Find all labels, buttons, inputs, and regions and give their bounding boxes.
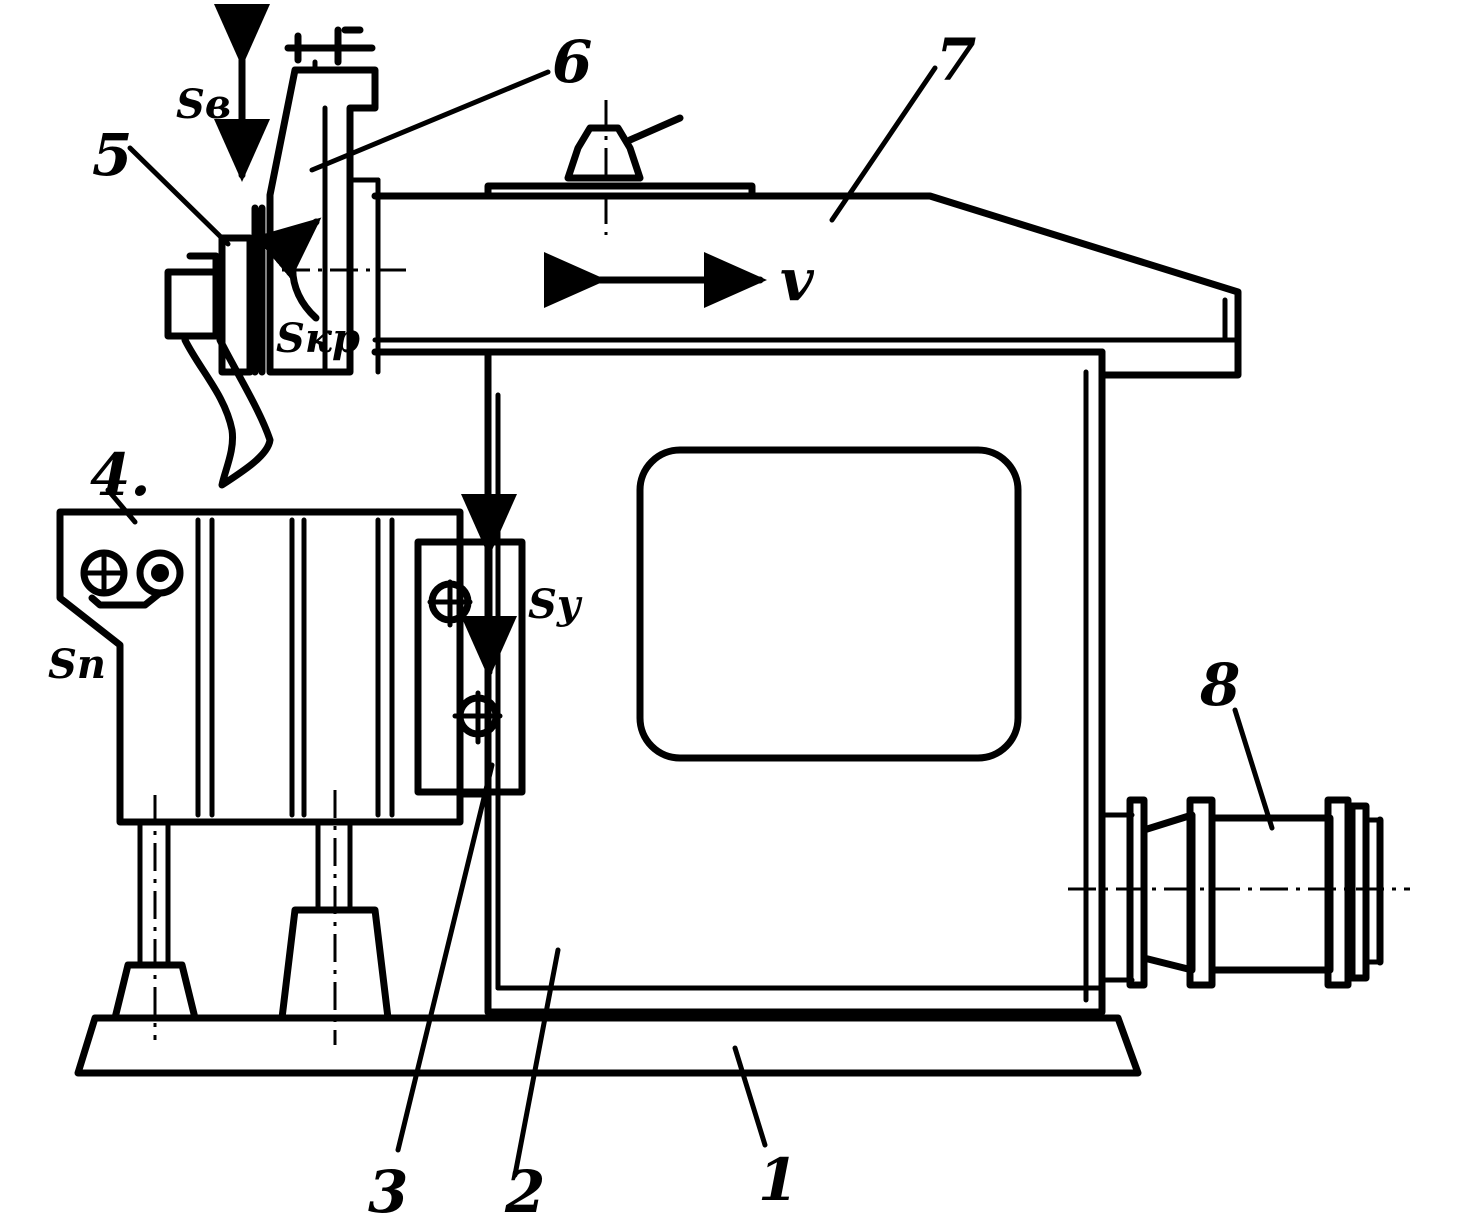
drive-pulleys	[1068, 796, 1410, 989]
tool-holder	[218, 234, 254, 376]
ram-slider	[371, 100, 1242, 379]
work-table	[56, 508, 464, 826]
tool-head-handwheel	[284, 26, 376, 66]
tool-head	[164, 4, 412, 489]
base-plate	[74, 1014, 1142, 1077]
part-label-4: 4.	[90, 441, 151, 509]
motion-label-s-circular: Sкр	[276, 315, 360, 362]
leader-lines	[105, 65, 1275, 1178]
table-slide	[414, 494, 526, 796]
table-supports	[111, 790, 491, 1045]
part-label-5: 5	[92, 121, 132, 189]
part-label-1: 1	[758, 1146, 798, 1214]
motion-labels: v Sв Sкр Sп Sy	[48, 81, 815, 688]
motion-label-s-vertical: Sв	[176, 81, 231, 128]
motion-label-v: v	[780, 246, 815, 314]
part-label-2: 2	[504, 1158, 545, 1226]
column-window	[636, 446, 1022, 762]
ram-clamp	[564, 124, 644, 182]
machine-column	[484, 348, 1106, 1016]
motion-label-s-cross: Sп	[48, 641, 106, 688]
part-label-6: 6	[552, 28, 592, 96]
part-label-3: 3	[368, 1158, 408, 1226]
part-number-labels: 1 2 3 4. 5 6 7 8	[90, 26, 1240, 1226]
part-label-7: 7	[936, 26, 976, 94]
cutting-tool	[181, 336, 274, 489]
motion-label-s-y: Sy	[528, 581, 583, 628]
part-label-8: 8	[1199, 651, 1240, 719]
